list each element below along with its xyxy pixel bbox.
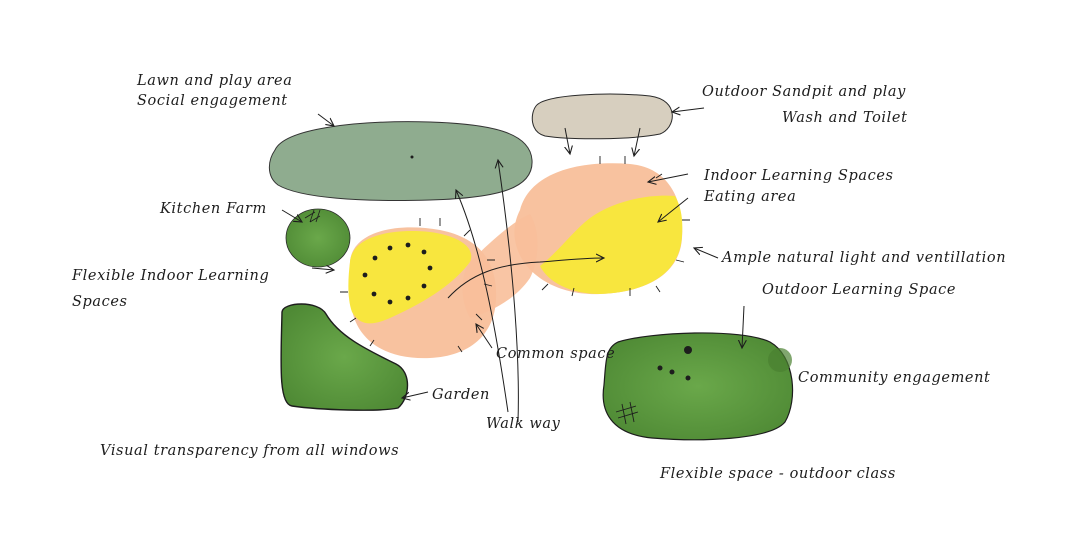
label-wash-toilet: Wash and Toilet: [782, 110, 908, 126]
label-visual-transparency: Visual transparency from all windows: [100, 443, 400, 459]
sketch-ticks: [340, 156, 690, 353]
kitchen-farm-zone: [285, 208, 351, 268]
label-community-engagement: Community engagement: [798, 370, 991, 386]
label-flexible-outdoor: Flexible space - outdoor class: [660, 466, 896, 482]
diagram-arrows: [281, 108, 744, 423]
outdoor-learning-zone: [602, 332, 794, 441]
label-indoor-learning: Indoor Learning Spaces: [704, 168, 894, 184]
label-common-space: Common space: [496, 346, 616, 362]
label-walk-way: Walk way: [486, 416, 561, 432]
label-eating-area: Eating area: [704, 189, 797, 205]
label-lawn-line2: Social engagement: [137, 93, 288, 109]
label-flexible-indoor-line1: Flexible Indoor Learning: [72, 268, 270, 284]
common-space-zone: [462, 214, 538, 318]
label-garden: Garden: [432, 387, 490, 403]
flexible-indoor-zone: [348, 227, 497, 359]
sandpit-zone: [531, 93, 673, 140]
indoor-learning-zone: [514, 163, 683, 295]
label-flexible-indoor-line2: Spaces: [72, 294, 128, 310]
label-sandpit: Outdoor Sandpit and play: [702, 84, 906, 100]
label-ample-light: Ample natural light and ventillation: [722, 250, 1007, 266]
label-outdoor-learning: Outdoor Learning Space: [762, 282, 957, 298]
lawn-play-area-zone: [268, 121, 533, 201]
label-kitchen-farm: Kitchen Farm: [160, 201, 267, 217]
label-lawn-line1: Lawn and play area: [137, 73, 293, 89]
